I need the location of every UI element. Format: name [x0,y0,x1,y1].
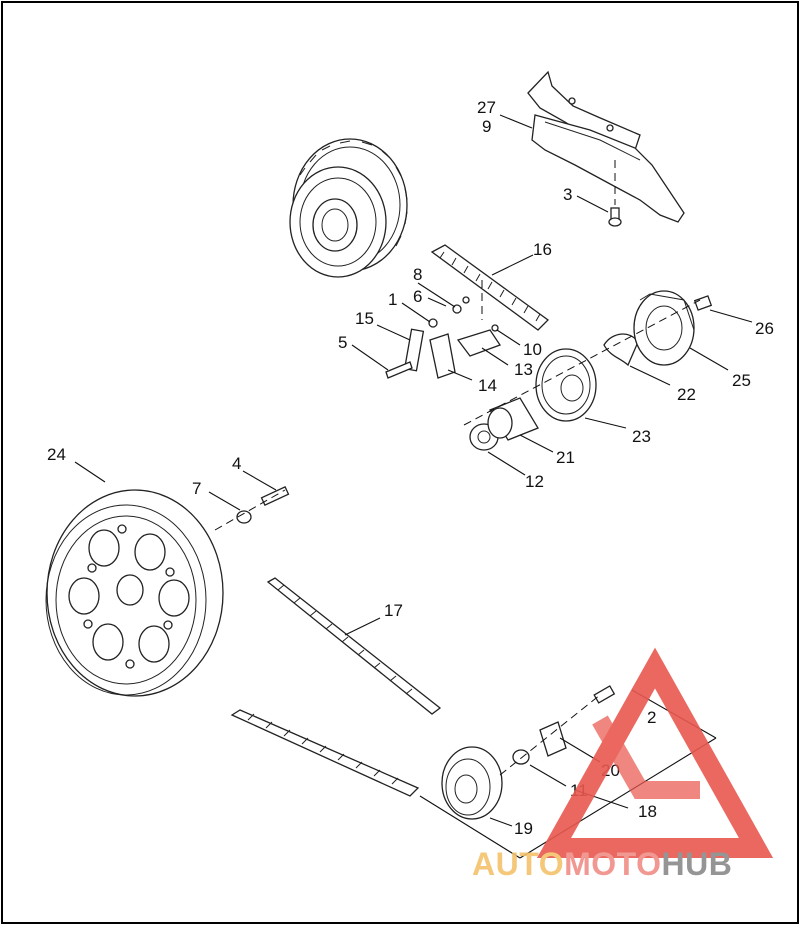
adjuster-parts [385,296,501,379]
clutch-assembly [289,138,408,278]
callout-22: 22 [677,385,696,404]
callout-3: 3 [563,185,572,204]
sprocket-assembly [469,290,713,451]
rear-pulley [45,489,224,697]
callout-6: 6 [413,287,422,306]
callout-7: 7 [192,479,201,498]
chain-guard [527,70,685,223]
leader-lines [74,114,753,859]
callout-5: 5 [338,333,347,352]
callout-16: 16 [533,240,552,259]
callout-15: 15 [355,309,374,328]
callout-4: 4 [232,454,241,473]
logo-text-hub: HUB [661,846,732,882]
callout-labels: 1 2 3 4 5 6 7 8 9 10 11 12 13 14 15 16 1… [47,98,774,838]
callout-19: 19 [514,819,533,838]
axis-lines [214,160,701,776]
primary-chain [430,244,549,331]
callout-2: 2 [647,708,656,727]
drive-belt [230,577,442,797]
callout-24: 24 [47,445,66,464]
watermark-logo: AUTOMOTOHUB [472,647,774,882]
transmission-pulley [441,685,616,820]
callout-25: 25 [732,371,751,390]
logo-wordmark: AUTOMOTOHUB [472,846,732,882]
callout-21: 21 [556,448,575,467]
logo-inner-mark-icon [592,715,700,799]
screw-3 [608,207,622,227]
logo-triangle-icon [536,647,774,858]
callout-23: 23 [632,427,651,446]
callout-10: 10 [523,340,542,359]
logo-text-auto: AUTO [472,846,564,882]
callout-27: 27 [477,98,496,117]
callout-13: 13 [514,360,533,379]
callout-14: 14 [478,376,497,395]
callout-18: 18 [638,802,657,821]
callout-8: 8 [413,265,422,284]
callout-17: 17 [384,601,403,620]
logo-text-moto: MOTO [564,846,661,882]
callout-1: 1 [388,290,397,309]
callout-9: 9 [482,117,491,136]
callout-12: 12 [525,472,544,491]
callout-26: 26 [755,319,774,338]
